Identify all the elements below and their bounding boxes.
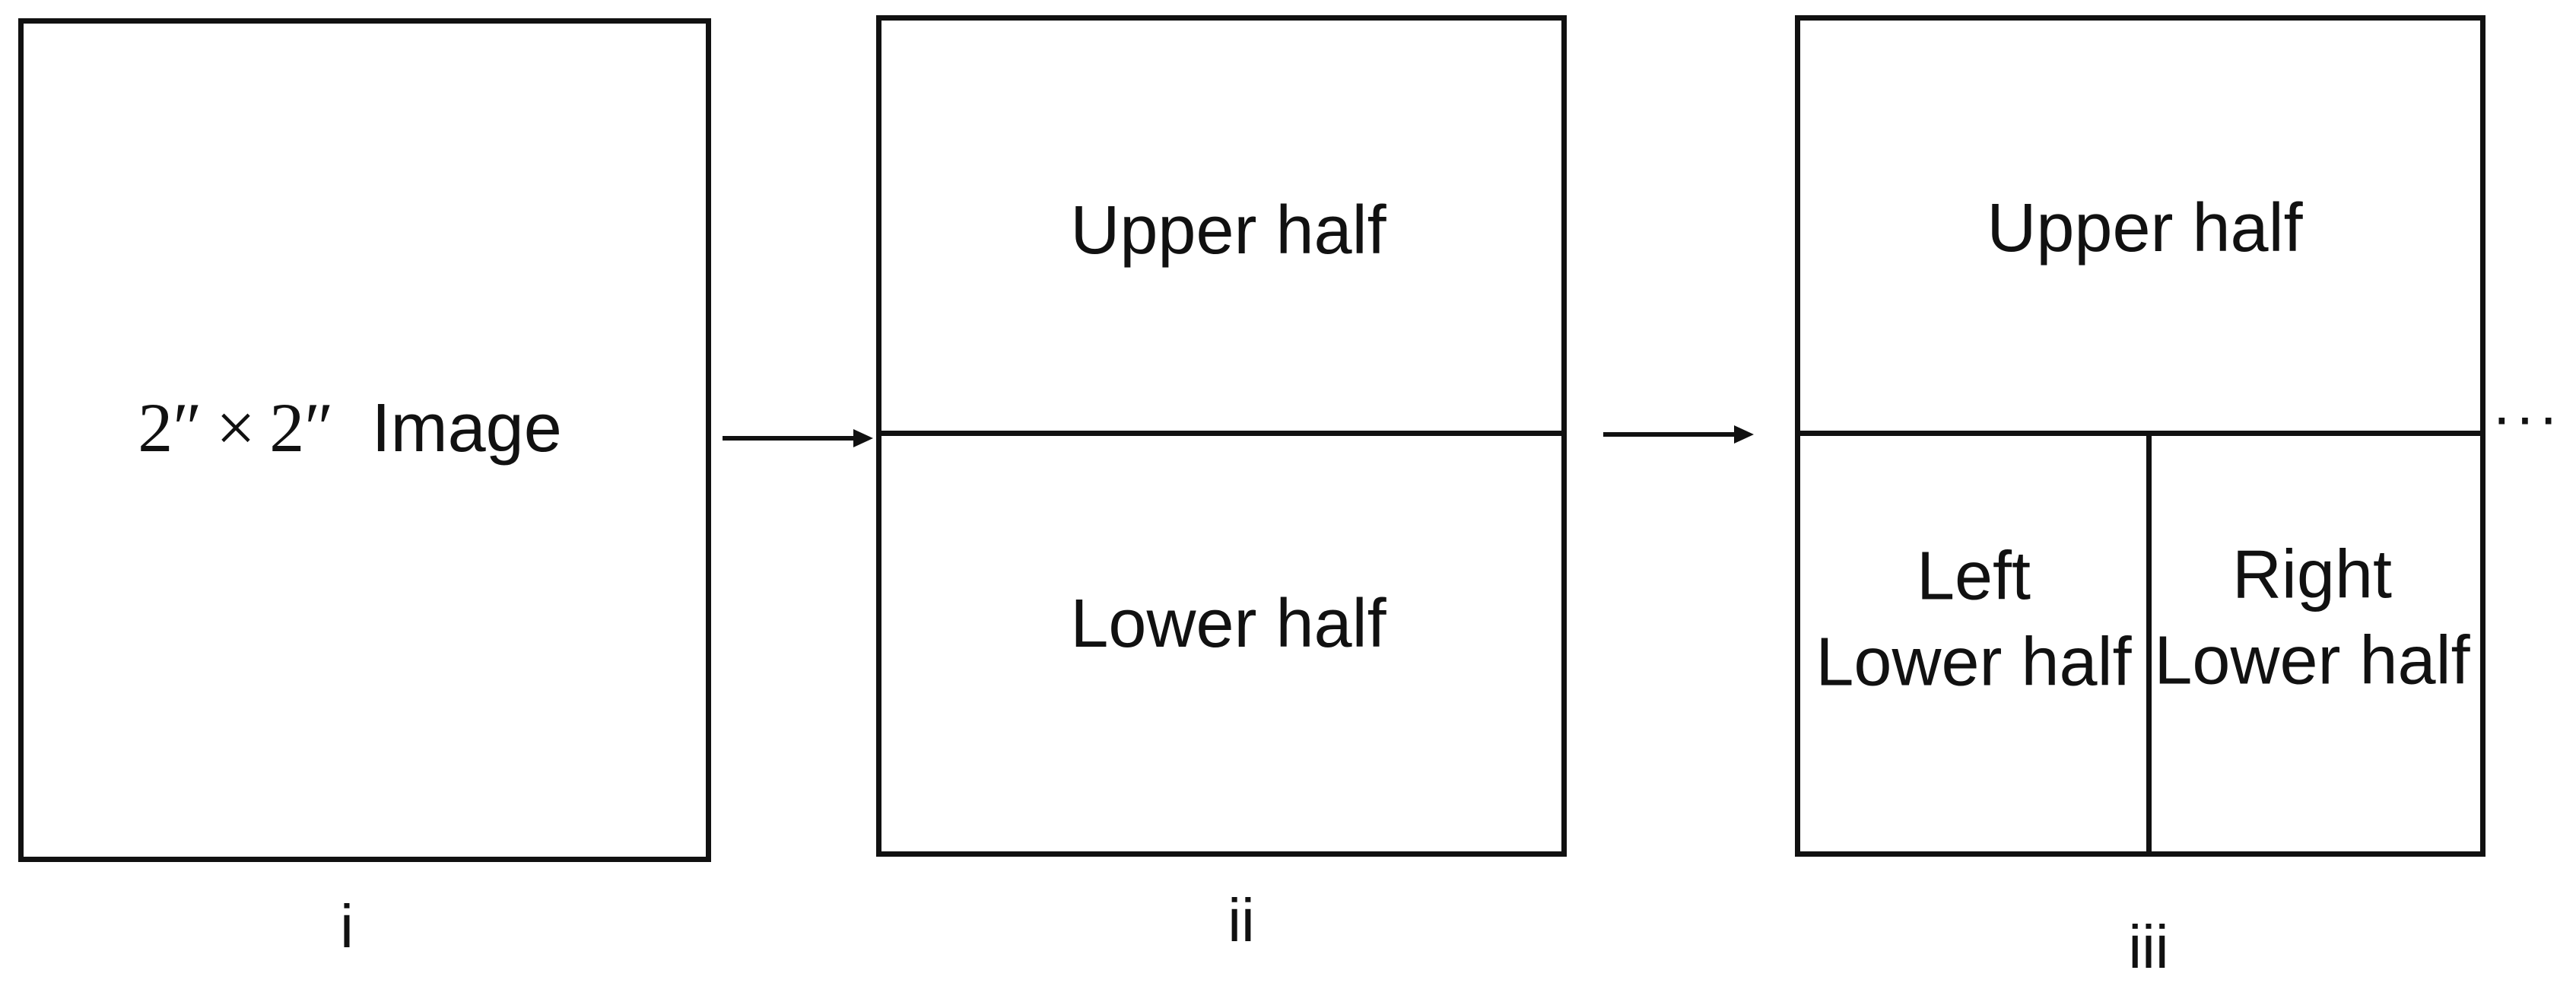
panel-ii-divider: [876, 431, 1567, 436]
panel-i-label: 2″ × 2″ Image: [138, 393, 562, 463]
panel-i-caption: i: [340, 892, 354, 960]
size-formula: 2″ × 2″: [138, 389, 334, 466]
panel-iii-divider-horizontal: [1795, 431, 2485, 436]
panel-iii-upper-label: Upper half: [1987, 190, 2303, 266]
panel-ii-frame: [876, 15, 1567, 857]
panel-iii-left-lower-label: Left Lower half: [1815, 534, 2131, 705]
right-lower-line-1: Right: [2231, 536, 2393, 613]
right-lower-line-2: Lower half: [2154, 622, 2470, 698]
panel-ii-caption: ii: [1228, 886, 1255, 954]
left-lower-line-1: Left: [1916, 538, 2031, 615]
panel-ii-lower-label: Lower half: [1070, 586, 1386, 662]
image-word: Image: [371, 390, 562, 466]
panel-iii-caption: iii: [2128, 913, 2169, 981]
panel-iii-right-lower-label: Right Lower half: [2154, 533, 2470, 704]
continuation-ellipsis: ···: [2492, 383, 2562, 450]
left-lower-line-2: Lower half: [1815, 624, 2132, 700]
panel-iii-divider-vertical: [2146, 431, 2152, 857]
panel-iii-frame: [1795, 15, 2485, 857]
panel-ii-upper-label: Upper half: [1070, 192, 1386, 269]
panel-i-frame: [18, 18, 711, 862]
arrow-2: [1603, 425, 1754, 444]
arrow-1: [723, 429, 873, 447]
